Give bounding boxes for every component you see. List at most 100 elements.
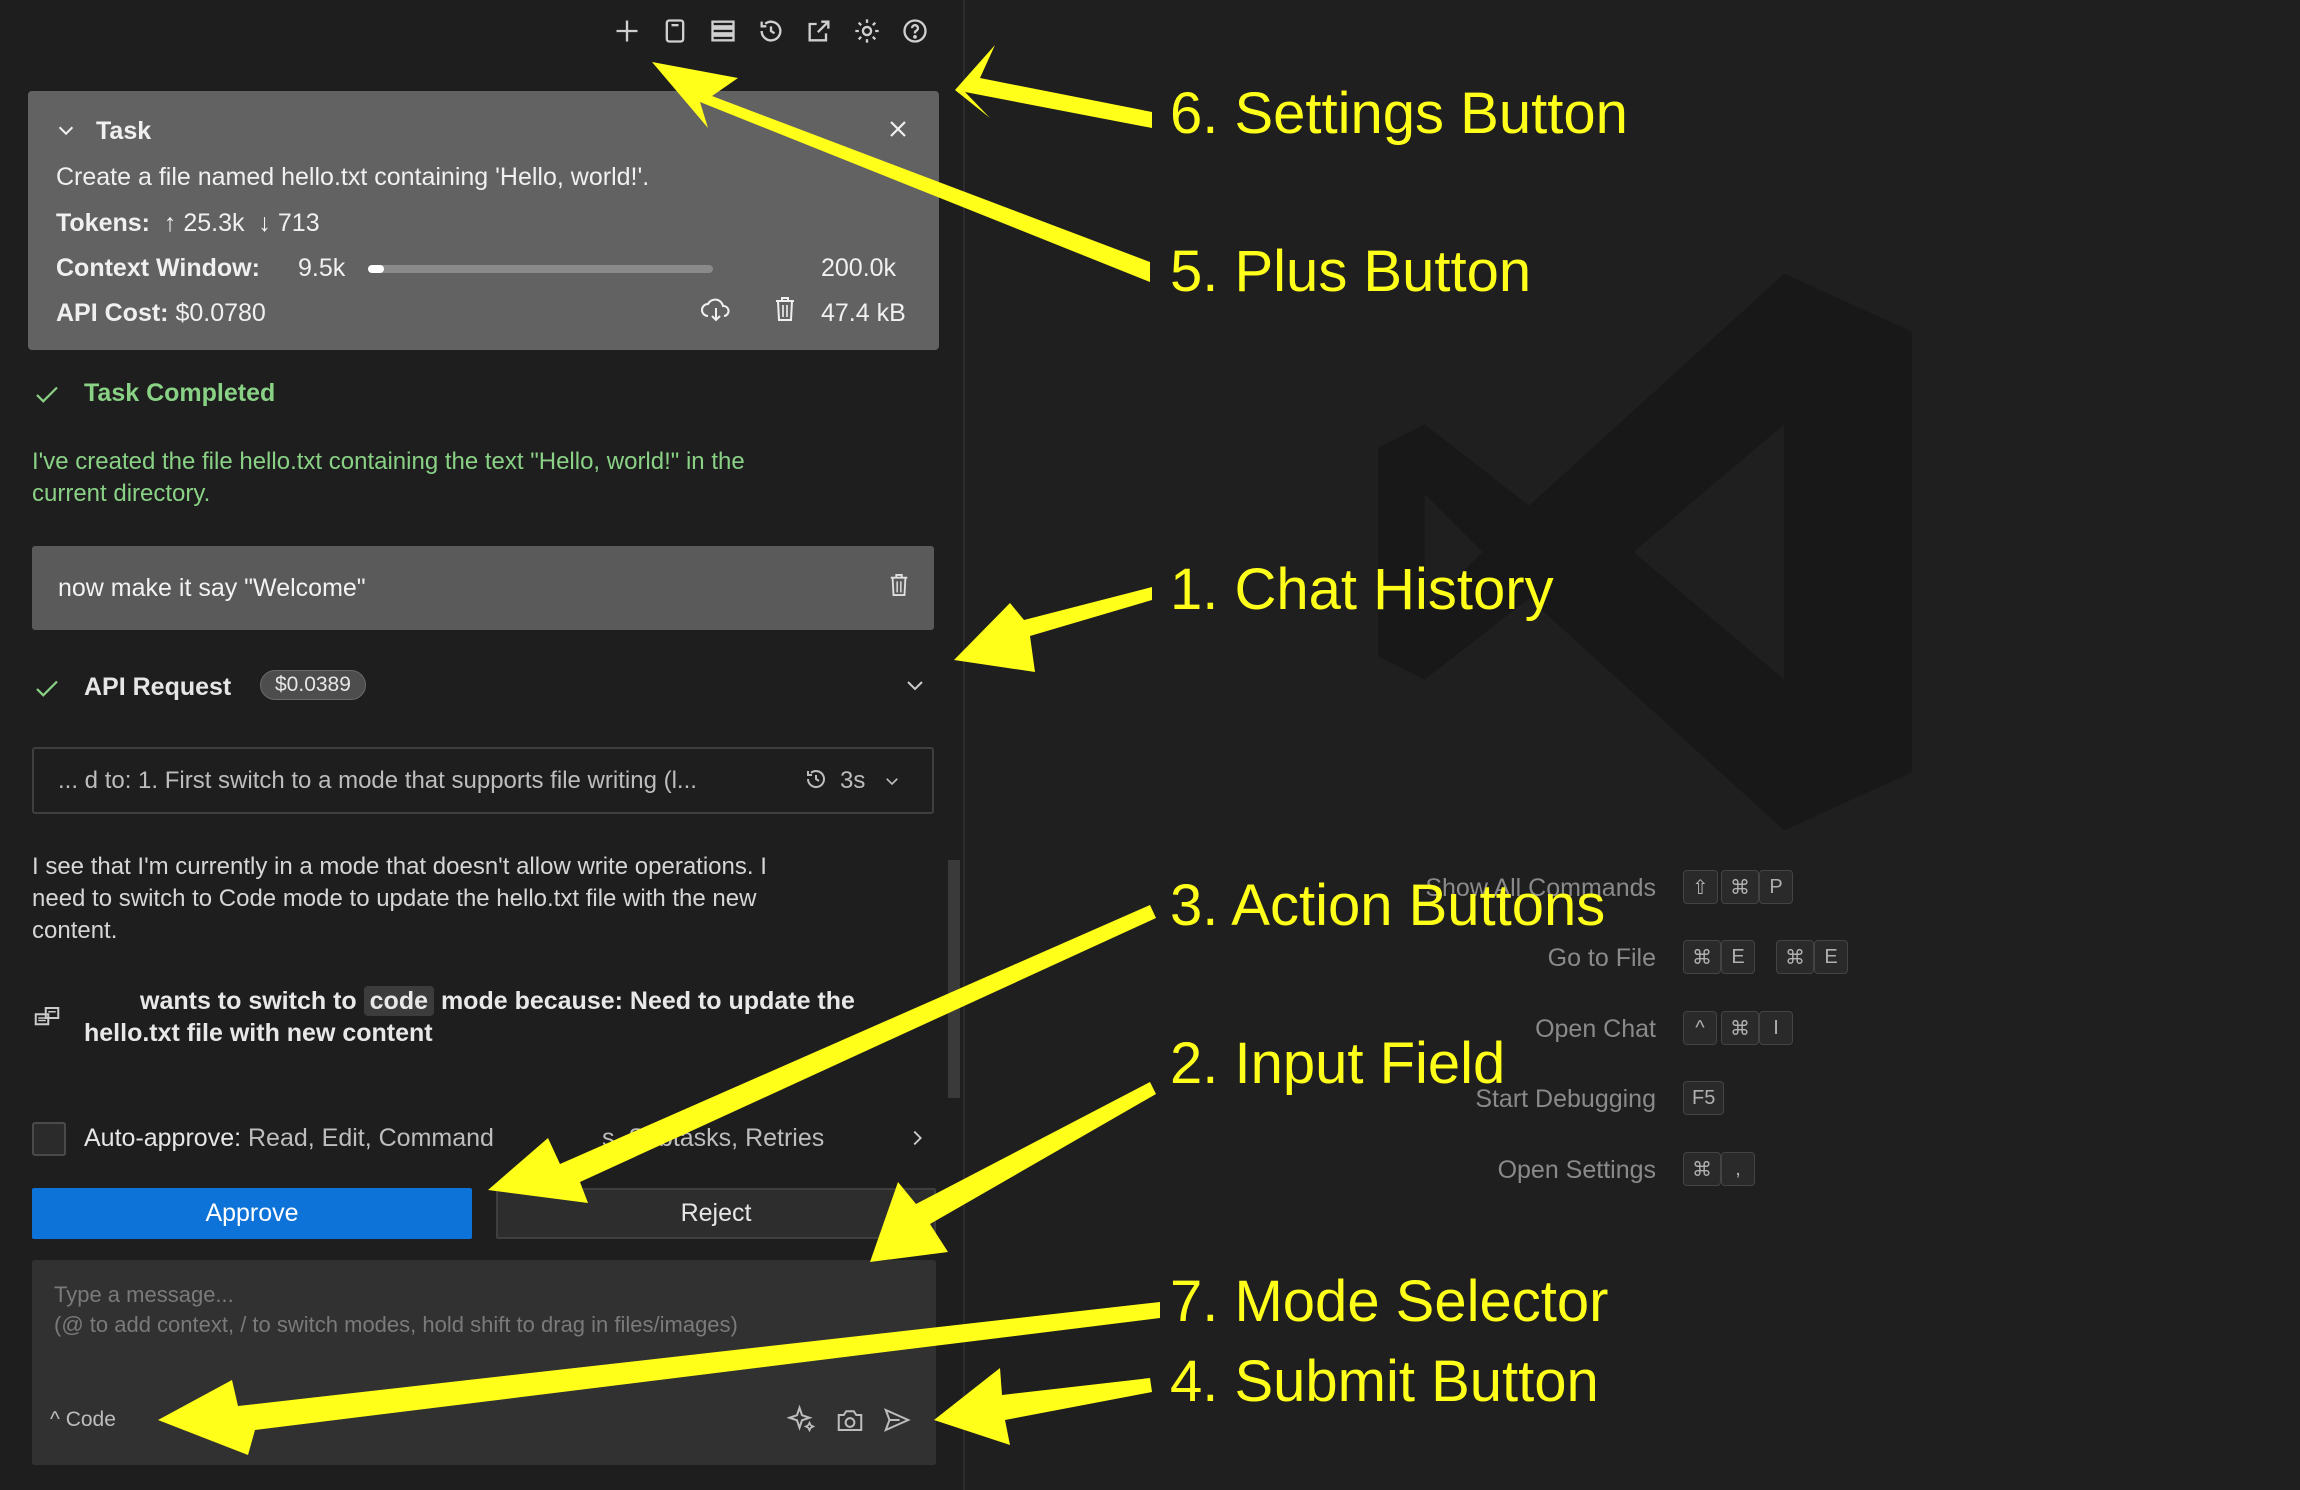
keyboard-key: ⌘ <box>1683 1152 1721 1186</box>
annotation-mode-selector: 7. Mode Selector <box>1170 1269 1609 1334</box>
reject-button[interactable]: Reject <box>496 1188 936 1239</box>
context-used: 9.5k <box>298 254 346 282</box>
mode-switch-mode-chip: code <box>363 986 434 1016</box>
expand-chevron-icon[interactable] <box>903 673 927 702</box>
context-label: Context Window: <box>56 254 260 282</box>
input-placeholder-line-1: Type a message... <box>54 1282 234 1307</box>
keyboard-key: , <box>1721 1152 1755 1186</box>
roo-chat-panel: Task Create a file named hello.txt conta… <box>0 0 965 1490</box>
mode-switch-suffix: mode because: Need to update the <box>440 987 855 1015</box>
mcp-servers-icon[interactable] <box>708 16 738 46</box>
completion-text-line-2: current directory. <box>32 480 211 507</box>
user-message-bubble: now make it say "Welcome" <box>32 546 934 630</box>
mode-switch-prefix: wants to switch to <box>140 987 357 1015</box>
assistant-text-line-3: content. <box>32 917 118 944</box>
top-toolbar <box>612 16 930 46</box>
context-max: 200.0k <box>821 254 897 282</box>
keyboard-key: E <box>1721 940 1755 974</box>
chat-input-field[interactable]: Type a message... (@ to add context, / t… <box>32 1260 936 1465</box>
tokens-up-value: 25.3k <box>183 209 245 237</box>
task-size: 47.4 kB <box>821 299 906 327</box>
assistant-text-line-1: I see that I'm currently in a mode that … <box>32 853 767 880</box>
mode-switch-text-line-2: hello.txt file with new content <box>84 1019 433 1047</box>
plus-icon[interactable] <box>612 16 642 46</box>
delete-message-icon[interactable] <box>888 572 910 605</box>
task-description: Create a file named hello.txt containing… <box>56 163 650 191</box>
annotation-settings-button: 6. Settings Button <box>1170 81 1628 146</box>
arrow-down-icon: ↓ <box>251 209 271 237</box>
auto-approve-checkbox[interactable] <box>32 1122 66 1156</box>
arrow-history <box>954 587 1152 672</box>
keyboard-key: ⌘ <box>1721 870 1759 904</box>
gear-icon[interactable] <box>852 16 882 46</box>
shortcut-label[interactable]: Open Settings <box>1497 1156 1656 1184</box>
timer-icon <box>804 767 828 798</box>
auto-approve-items: Read, Edit, Command <box>248 1124 494 1152</box>
reasoning-collapsed-box[interactable]: ... d to: 1. First switch to a mode that… <box>32 747 934 814</box>
auto-approve-row[interactable]: Auto-approve: Read, Edit, Command s, Subt… <box>84 1124 824 1153</box>
chevron-down-icon[interactable] <box>55 119 77 148</box>
close-icon[interactable] <box>886 117 910 148</box>
help-icon[interactable] <box>900 16 930 46</box>
tokens-row: Tokens: ↑ 25.3k ↓ 713 <box>56 209 320 238</box>
auto-approve-label: Auto-approve: <box>84 1124 242 1152</box>
api-check-icon <box>32 674 62 709</box>
api-request-cost-badge: $0.0389 <box>260 670 366 700</box>
reasoning-time: 3s <box>840 767 866 794</box>
reasoning-summary: ... d to: 1. First switch to a mode that… <box>58 767 697 794</box>
cost-row: API Cost: $0.0780 <box>56 299 266 328</box>
assistant-text-line-2: need to switch to Code mode to update th… <box>32 885 757 912</box>
mode-selector-value: Code <box>65 1408 116 1431</box>
task-completed-title: Task Completed <box>84 379 276 407</box>
keyboard-key: ^ <box>1683 1011 1717 1045</box>
mode-selector[interactable]: ^ Code <box>50 1408 116 1432</box>
cost-label: API Cost: <box>56 299 169 327</box>
auto-approve-chevron-icon[interactable] <box>906 1126 928 1155</box>
input-placeholder-line-2: (@ to add context, / to switch modes, ho… <box>54 1312 738 1337</box>
annotation-submit-button: 4. Submit Button <box>1170 1349 1599 1414</box>
user-message-text: now make it say "Welcome" <box>58 574 366 602</box>
task-title: Task <box>96 117 152 145</box>
annotation-chat-history: 1. Chat History <box>1170 557 1554 622</box>
popout-icon[interactable] <box>804 16 834 46</box>
keyboard-key: P <box>1759 870 1793 904</box>
context-progress-bar <box>368 265 713 273</box>
annotation-action-buttons: 3. Action Buttons <box>1170 873 1606 938</box>
annotation-input-field: 2. Input Field <box>1170 1031 1506 1096</box>
reasoning-chevron-icon <box>883 769 901 797</box>
chat-scrollbar[interactable] <box>948 860 960 1098</box>
api-request-label[interactable]: API Request <box>84 673 232 701</box>
keyboard-key: ⌘ <box>1721 1011 1759 1045</box>
tokens-label: Tokens: <box>56 209 150 237</box>
arrow-up-icon: ↑ <box>156 209 177 237</box>
keyboard-key: ⌘ <box>1776 940 1814 974</box>
trash-icon[interactable] <box>773 295 797 330</box>
completion-text-line-1: I've created the file hello.txt containi… <box>32 448 745 475</box>
vscode-logo-watermark <box>1378 273 1912 831</box>
shortcut-label[interactable]: Open Chat <box>1535 1015 1656 1043</box>
arrow-submit <box>934 1368 1152 1445</box>
approve-button[interactable]: Approve <box>32 1188 472 1239</box>
keyboard-key: ⌘ <box>1683 940 1721 974</box>
shortcut-label[interactable]: Start Debugging <box>1475 1085 1656 1113</box>
send-icon[interactable] <box>882 1406 912 1439</box>
sparkle-enhance-icon[interactable] <box>786 1404 817 1439</box>
keyboard-key: I <box>1759 1011 1793 1045</box>
cloud-download-icon[interactable] <box>700 296 732 331</box>
prompts-icon[interactable] <box>660 16 690 46</box>
shortcut-label[interactable]: Show All Commands <box>1425 874 1656 902</box>
shortcut-label[interactable]: Go to File <box>1547 944 1656 972</box>
mode-switch-text-line-1: wants to switch to code mode because: Ne… <box>140 986 855 1016</box>
check-icon <box>32 380 62 415</box>
context-progress-fill <box>368 265 385 273</box>
mode-caret-icon: ^ <box>50 1408 66 1431</box>
mode-switch-icon <box>32 1003 62 1038</box>
annotation-plus-button: 5. Plus Button <box>1170 239 1532 304</box>
arrow-settings <box>955 45 1152 128</box>
cost-value: $0.0780 <box>175 299 266 327</box>
history-icon[interactable] <box>756 16 786 46</box>
keyboard-key: ⇧ <box>1683 870 1718 904</box>
camera-icon[interactable] <box>835 1406 865 1439</box>
keyboard-key: F5 <box>1683 1081 1725 1115</box>
auto-approve-items-tail: s, Subtasks, Retries <box>601 1124 825 1152</box>
